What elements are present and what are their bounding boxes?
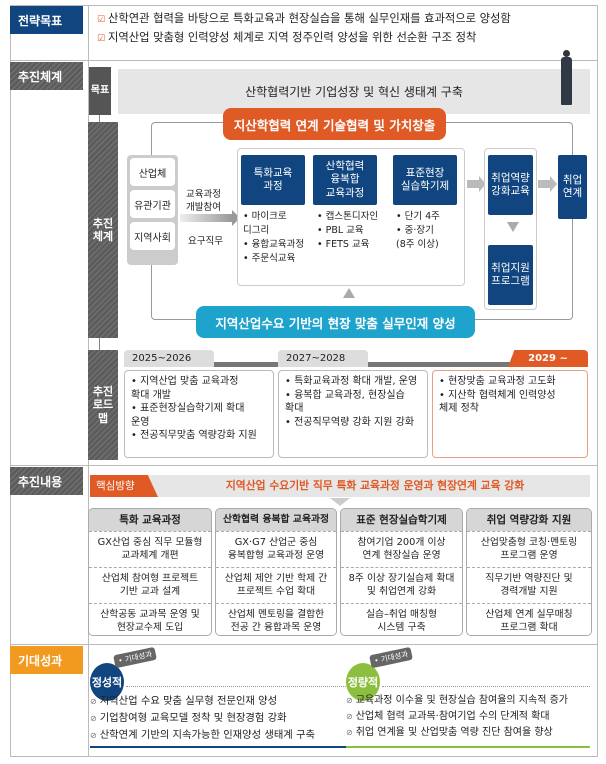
- roadmap-item: • 표준현장실습학기제 확대 운영: [131, 403, 245, 428]
- arrow-right-icon: [467, 180, 479, 188]
- column-cell: 산학공동 교과목 운영 및 현장교수제 도입: [89, 603, 211, 635]
- roadmap-item: • 전공직무역량 강화 지원 강화: [285, 416, 415, 428]
- column-cell: 산업체 멘토링을 결합한 전공 간 융합과목 운영: [216, 603, 336, 635]
- roadmap-item: • 전공직무맞춤 역량강화 지원: [131, 430, 257, 441]
- arrow-right-icon: [538, 180, 550, 188]
- qualitative-list: ⊘지역산업 수요 맞춤 실무형 전문인재 양성 ⊘기업참여형 교육모델 정착 및…: [90, 693, 315, 744]
- column-cell: GX·G7 산업군 중심 융복합형 교육과정 운영: [216, 531, 336, 567]
- content-column: 취업 역량강화 지원 산업맞춤형 코칭·멘토링 프로그램 운영 직무기반 역량진…: [466, 508, 592, 636]
- divider: [10, 60, 598, 61]
- strategy-list: ☑ 산학연관 협력을 바탕으로 특화교육과 현장실습을 통해 실무인재를 효과적…: [97, 10, 511, 48]
- employment-edu: 취업역량 강화교육: [488, 155, 533, 215]
- program-convergence: 산학협력 융복합 교육과정: [313, 155, 377, 205]
- program-field-practice: 표준현장 실습학기제: [393, 155, 457, 205]
- arrow-head-icon: [232, 210, 240, 226]
- person-silhouette-icon: [560, 50, 574, 108]
- quantitative-list: ⊘교육과정 이수율 및 현장실습 참여율의 지속적 증가 ⊘산업체 협력 교과목…: [346, 693, 568, 741]
- page-frame: [10, 5, 598, 757]
- column-cell: 산업체 제안 기반 학제 간 프로젝트 수업 확대: [216, 567, 336, 603]
- arrow-head-icon: [550, 176, 557, 192]
- employment-link: 취업 연계: [558, 155, 587, 219]
- roadmap-period: 2025~2026: [124, 350, 214, 367]
- roadmap-period-current: 2029 ~: [508, 350, 588, 367]
- column-title: 취업 역량강화 지원: [467, 509, 591, 531]
- roadmap-item: • 특화교육과정 확대 개발, 운영: [285, 376, 418, 387]
- column-title: 특화 교육과정: [89, 509, 211, 531]
- divider: [90, 746, 373, 748]
- arrow-right-icon: [180, 214, 232, 222]
- program-specialized: 특화교육 과정: [241, 155, 305, 205]
- program-bullets: • 마이크로 디그리 • 융합교육과정 • 주문식교육: [243, 211, 305, 264]
- roadmap-sub-label: 추진 로드 맵: [88, 350, 118, 460]
- column-title: 산학협력 융복합 교육과정: [216, 509, 336, 531]
- goal-text: 산학협력기반 기업성장 및 혁신 생태계 구축: [118, 69, 590, 114]
- divider: [382, 686, 590, 687]
- column-cell: GX산업 중심 직무 모듈형 교과체계 개편: [89, 531, 211, 567]
- divider: [10, 465, 598, 466]
- chevron-down-icon: [330, 498, 350, 506]
- column-cell: 산업체 연계 실무매칭 프로그램 확대: [467, 603, 591, 635]
- roadmap-phase: • 지역산업 맞춤 교육과정 확대 개발 • 표준현장실습학기제 확대 운영 •…: [124, 370, 274, 458]
- section-label-outcome: 기대성과: [10, 646, 83, 674]
- key-direction-bar: [90, 475, 590, 497]
- arrow-head-icon: [479, 176, 486, 192]
- column-cell: 산업체 참여형 프로젝트 기반 교과 설계: [89, 567, 211, 603]
- divider: [346, 746, 590, 748]
- section-label-content: 추진내용: [10, 467, 83, 495]
- section-label-system: 추진체계: [10, 62, 83, 90]
- roadmap-item: • 지역산업 맞춤 교육과정 확대 개발: [131, 376, 239, 401]
- partner-item: 지역사회: [130, 222, 175, 250]
- arrow-up-icon: [343, 288, 355, 298]
- column-cell: 실습–취업 매칭형 시스템 구축: [341, 603, 462, 635]
- column-title: 표준 현장실습학기제: [341, 509, 462, 531]
- divider: [126, 686, 372, 687]
- program-bullets: • 단기 4주 • 중·장기 (8주 이상): [396, 211, 440, 250]
- column-cell: 8주 이상 장기실습제 확대 및 취업연계 강화: [341, 567, 462, 603]
- goal-label: 목표: [89, 67, 111, 115]
- outcome-item: ⊘지역산업 수요 맞춤 실무형 전문인재 양성: [90, 695, 278, 707]
- outcome-item: ⊘산업체 협력 교과목·참여기업 수의 단계적 확대: [346, 711, 550, 722]
- column-cell: 산업맞춤형 코칭·멘토링 프로그램 운영: [467, 531, 591, 567]
- content-column: 표준 현장실습학기제 참여기업 200개 이상 연계 현장실습 운영 8주 이상…: [340, 508, 463, 636]
- strategy-item: ☑ 지역산업 맞춤형 인력양성 체계로 지역 정주인력 양성을 위한 선순환 구…: [97, 31, 477, 44]
- partner-item: 유관기관: [130, 190, 175, 218]
- qualitative-badge: 정성적: [90, 663, 124, 701]
- arrow-label-bottom: 요구직무: [188, 236, 223, 247]
- arrow-down-icon: [507, 222, 519, 232]
- outcome-item: ⊘교육과정 이수율 및 현장실습 참여율의 지속적 증가: [346, 695, 568, 706]
- roadmap-item: • 현장맞춤 교육과정 고도화: [439, 376, 556, 387]
- partners-box: 산업체 유관기관 지역사회: [127, 155, 178, 265]
- content-column: 특화 교육과정 GX산업 중심 직무 모듈형 교과체계 개편 산업체 참여형 프…: [88, 508, 212, 636]
- key-direction-label: 핵심방향: [90, 475, 158, 497]
- outcome-item: ⊘취업 연계율 및 산업맞춤 역량 진단 참여율 향상: [346, 727, 553, 738]
- content-column: 산학협력 융복합 교육과정 GX·G7 산업군 중심 융복합형 교육과정 운영 …: [215, 508, 337, 636]
- column-cell: 참여기업 200개 이상 연계 현장실습 운영: [341, 531, 462, 567]
- employment-support: 취업지원 프로그램: [488, 245, 533, 305]
- roadmap-phase: • 현장맞춤 교육과정 고도화 • 지산학 협력체계 인력양성 체제 정착: [432, 370, 588, 458]
- system-sub-label: 추진 체계: [88, 122, 118, 338]
- section-label-strategy: 전략목표: [10, 6, 83, 34]
- bottom-banner: 지역산업수요 기반의 현장 맞춤 실무인재 양성: [196, 306, 475, 338]
- top-banner: 지산학협력 연계 기술협력 및 가치창출: [223, 108, 446, 140]
- key-direction-text: 지역산업 수요기반 직무 특화 교육과정 운영과 현장연계 교육 강화: [225, 479, 525, 492]
- arrow-label-top: 교육과정 개발참여: [186, 189, 221, 213]
- outcome-item: ⊘산학연계 기반의 지속가능한 인재양성 생태계 구축: [90, 729, 316, 741]
- divider: [10, 644, 598, 645]
- strategy-item: ☑ 산학연관 협력을 바탕으로 특화교육과 현장실습을 통해 실무인재를 효과적…: [97, 12, 511, 25]
- column-cell: 직무기반 역량진단 및 경력개발 지원: [467, 567, 591, 603]
- program-bullets: • 캡스톤디자인 • PBL 교육 • FETS 교육: [317, 211, 379, 250]
- outcome-item: ⊘기업참여형 교육모델 정착 및 현장경험 강화: [90, 712, 287, 724]
- roadmap-item: • 지산학 협력체계 인력양성 체제 정착: [439, 389, 556, 415]
- roadmap-period: 2027~2028: [278, 350, 368, 367]
- roadmap-item: • 융복합 교육과정, 현장실습 확대: [285, 389, 405, 415]
- quantitative-badge: 정량적: [346, 663, 380, 701]
- roadmap-phase: • 특화교육과정 확대 개발, 운영 • 융복합 교육과정, 현장실습 확대 •…: [278, 370, 428, 458]
- partner-item: 산업체: [130, 158, 175, 186]
